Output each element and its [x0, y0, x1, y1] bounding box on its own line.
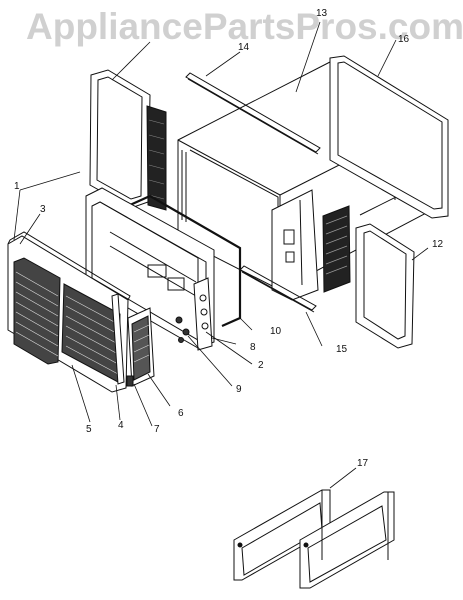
chassis-internals [271, 189, 319, 301]
support-bracket-part-17 [233, 489, 395, 589]
callout-8: 8 [250, 342, 256, 353]
callout-12: 12 [432, 239, 444, 250]
top-rail-part-14 [185, 72, 321, 155]
callout-4: 4 [118, 420, 124, 431]
right-curtain-part-12 [355, 223, 415, 349]
knobs-part-9 [175, 316, 190, 343]
leader-lines [13, 21, 429, 489]
callout-6: 6 [178, 408, 184, 419]
callout-17: 17 [357, 458, 369, 469]
front-grille-part-5 [7, 231, 131, 393]
callout-5: 5 [86, 424, 92, 435]
callout-9: 9 [236, 384, 242, 395]
watermark: AppliancePartsPros.com [26, 6, 463, 47]
left-curtain-part-11 [89, 69, 167, 211]
callout-14: 14 [238, 42, 250, 53]
filter-strip-part-4 [111, 293, 125, 385]
bottom-rail-part-15 [239, 265, 317, 313]
callout-16: 16 [398, 34, 410, 45]
callout-7: 7 [154, 424, 160, 435]
callout-13: 13 [316, 8, 328, 19]
rear-frame-part-16 [329, 55, 449, 219]
callout-1: 1 [14, 181, 20, 192]
callout-3: 3 [40, 204, 46, 215]
callout-15: 15 [336, 344, 348, 355]
callout-2: 2 [258, 360, 264, 371]
louver-part-6 [127, 307, 155, 387]
clip-part-7 [126, 375, 134, 387]
gasket-part-10 [129, 194, 242, 328]
callout-labels: 1 2 3 4 5 6 7 8 9 10 12 13 14 15 16 17 [14, 8, 444, 469]
side-louver [322, 205, 351, 293]
control-panel-part-2 [193, 277, 213, 351]
callout-10: 10 [270, 326, 282, 337]
